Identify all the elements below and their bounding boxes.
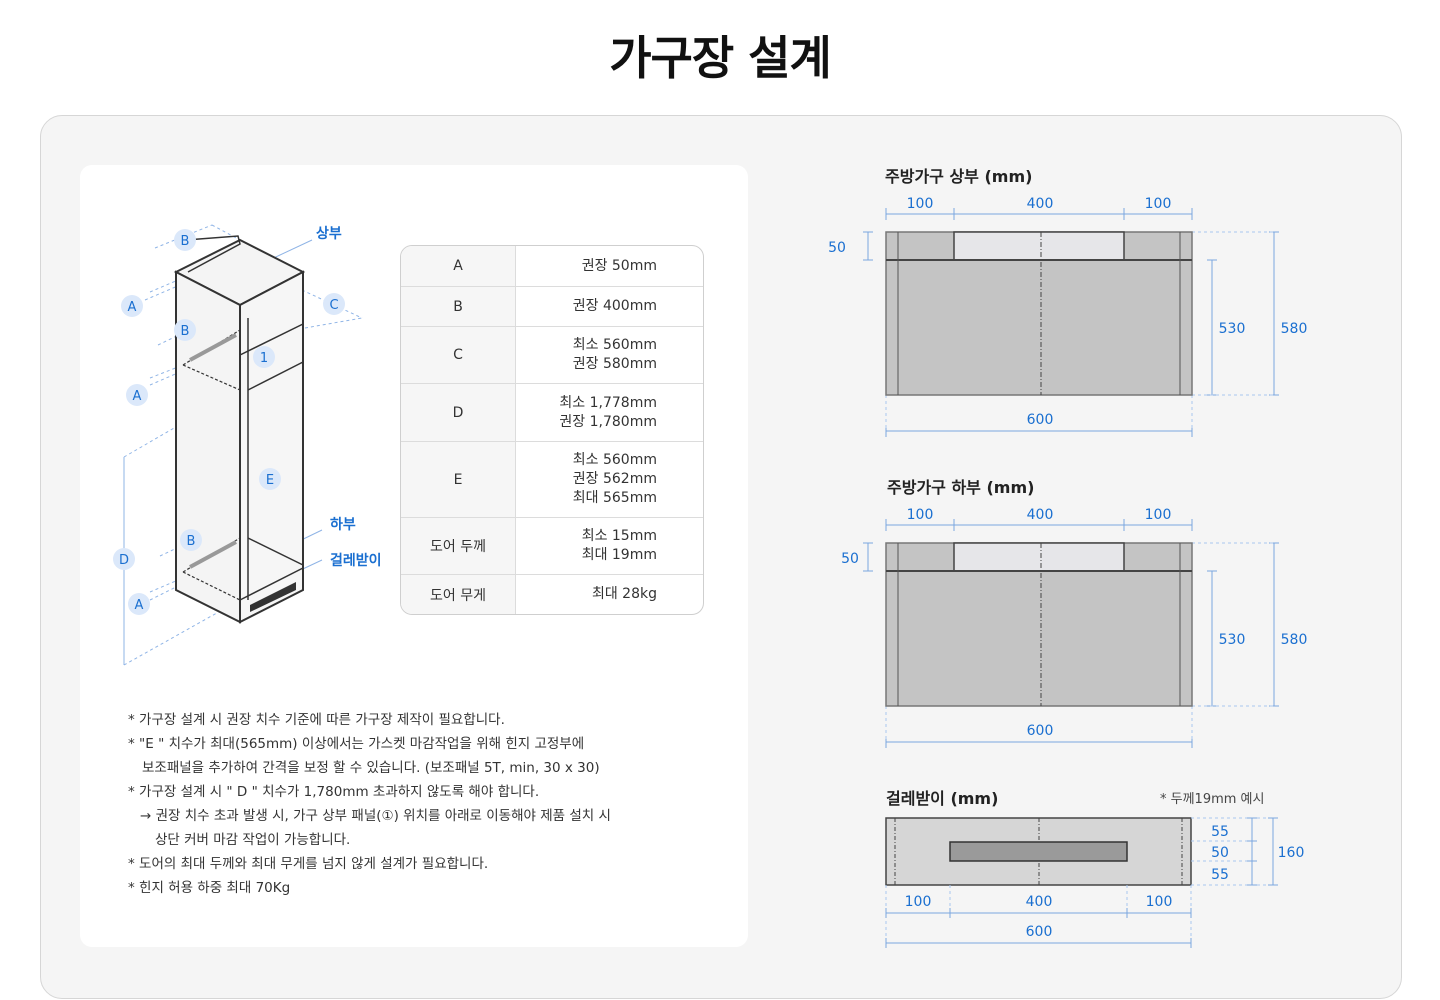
svg-text:600: 600 xyxy=(1027,723,1054,739)
svg-text:50: 50 xyxy=(841,551,859,567)
label-toe-kick: 걸레받이 xyxy=(330,553,382,569)
svg-text:600: 600 xyxy=(1026,924,1053,940)
svg-text:100: 100 xyxy=(1146,894,1173,910)
label-bottom: 하부 xyxy=(330,517,356,533)
svg-text:50: 50 xyxy=(828,240,846,256)
svg-text:A: A xyxy=(133,389,142,404)
cabinet-isometric-diagram: B A C B 1 A E B D A xyxy=(113,224,363,666)
svg-text:600: 600 xyxy=(1027,412,1054,428)
toe-kick-title: 걸레받이 (mm) xyxy=(886,789,999,808)
label-top: 상부 xyxy=(316,226,342,242)
svg-text:A: A xyxy=(135,598,144,613)
svg-text:400: 400 xyxy=(1027,196,1054,212)
svg-text:1: 1 xyxy=(260,351,268,366)
svg-text:55: 55 xyxy=(1211,824,1229,840)
svg-text:580: 580 xyxy=(1281,321,1308,337)
svg-text:B: B xyxy=(187,534,196,549)
svg-text:B: B xyxy=(181,324,190,339)
svg-text:E: E xyxy=(266,473,274,488)
svg-text:55: 55 xyxy=(1211,867,1229,883)
svg-text:50: 50 xyxy=(1211,845,1229,861)
plan-bottom-diagram: 100 400 100 600 50 530 580 xyxy=(841,507,1308,748)
svg-text:100: 100 xyxy=(907,196,934,212)
plan-top-diagram: 100 400 100 600 50 530 580 xyxy=(828,196,1308,437)
svg-text:160: 160 xyxy=(1278,845,1305,861)
svg-text:C: C xyxy=(329,298,338,313)
svg-text:400: 400 xyxy=(1026,894,1053,910)
svg-text:100: 100 xyxy=(907,507,934,523)
plan-bottom-title: 주방가구 하부 (mm) xyxy=(887,478,1035,497)
svg-text:A: A xyxy=(128,300,137,315)
svg-text:400: 400 xyxy=(1027,507,1054,523)
svg-text:100: 100 xyxy=(905,894,932,910)
svg-text:580: 580 xyxy=(1281,632,1308,648)
svg-text:530: 530 xyxy=(1219,632,1246,648)
svg-text:100: 100 xyxy=(1145,507,1172,523)
page-title: 가구장 설계 xyxy=(609,31,832,85)
svg-text:100: 100 xyxy=(1145,196,1172,212)
toe-kick-diagram: 55 50 55 160 100 400 100 600 xyxy=(885,817,1305,948)
svg-text:530: 530 xyxy=(1219,321,1246,337)
design-notes: * 가구장 설계 시 권장 치수 기준에 따른 가구장 제작이 필요합니다. *… xyxy=(128,712,611,896)
svg-text:D: D xyxy=(119,553,129,568)
svg-text:B: B xyxy=(181,234,190,249)
toe-kick-note: * 두께19mm 예시 xyxy=(1160,792,1265,807)
plan-top-title: 주방가구 상부 (mm) xyxy=(885,167,1033,186)
